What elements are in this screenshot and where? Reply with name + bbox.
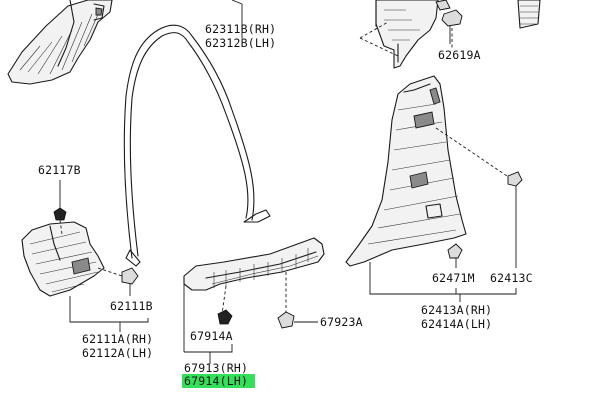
label-62311b-rh: 62311B(RH) bbox=[205, 22, 276, 36]
rear-trim-partial bbox=[517, 0, 541, 29]
label-62414a-lh: 62414A(LH) bbox=[421, 317, 492, 331]
callout-67913 bbox=[184, 344, 233, 364]
label-67914a: 67914A bbox=[190, 329, 233, 343]
label-62471m: 62471M bbox=[432, 271, 475, 285]
label-62619a: 62619A bbox=[438, 48, 481, 62]
clip-62111b bbox=[97, 267, 139, 296]
cowl-side-trim bbox=[21, 221, 105, 297]
center-pillar-lower-garnish bbox=[345, 75, 467, 267]
highlight-67914-lh bbox=[182, 374, 255, 388]
label-67923a: 67923A bbox=[320, 315, 363, 329]
callout-62311b bbox=[231, 0, 243, 38]
front-door-scuff-plate bbox=[183, 237, 325, 352]
label-67913-rh: 67913(RH) bbox=[184, 361, 248, 375]
clip-62117b bbox=[53, 180, 67, 235]
label-62111b: 62111B bbox=[110, 299, 153, 313]
label-62111a-rh: 62111A(RH) bbox=[82, 332, 153, 346]
upper-quarter-trim bbox=[359, 0, 463, 69]
label-62312b-lh: 62312B(LH) bbox=[205, 36, 276, 50]
callout-62413a bbox=[369, 262, 517, 302]
label-62112a-lh: 62112A(LH) bbox=[82, 346, 153, 360]
clip-62413c bbox=[435, 127, 523, 268]
door-weatherstrip bbox=[123, 24, 271, 267]
label-62413c: 62413C bbox=[490, 271, 533, 285]
clip-62471m bbox=[447, 243, 463, 268]
clip-67923a bbox=[277, 311, 318, 329]
label-62413a-rh: 62413A(RH) bbox=[421, 303, 492, 317]
label-62117b: 62117B bbox=[38, 163, 81, 177]
label-67914-lh: 67914(LH) bbox=[184, 374, 248, 388]
callout-62111a bbox=[69, 296, 149, 332]
clip-67914a bbox=[217, 309, 233, 325]
front-pillar-garnish bbox=[7, 0, 113, 85]
